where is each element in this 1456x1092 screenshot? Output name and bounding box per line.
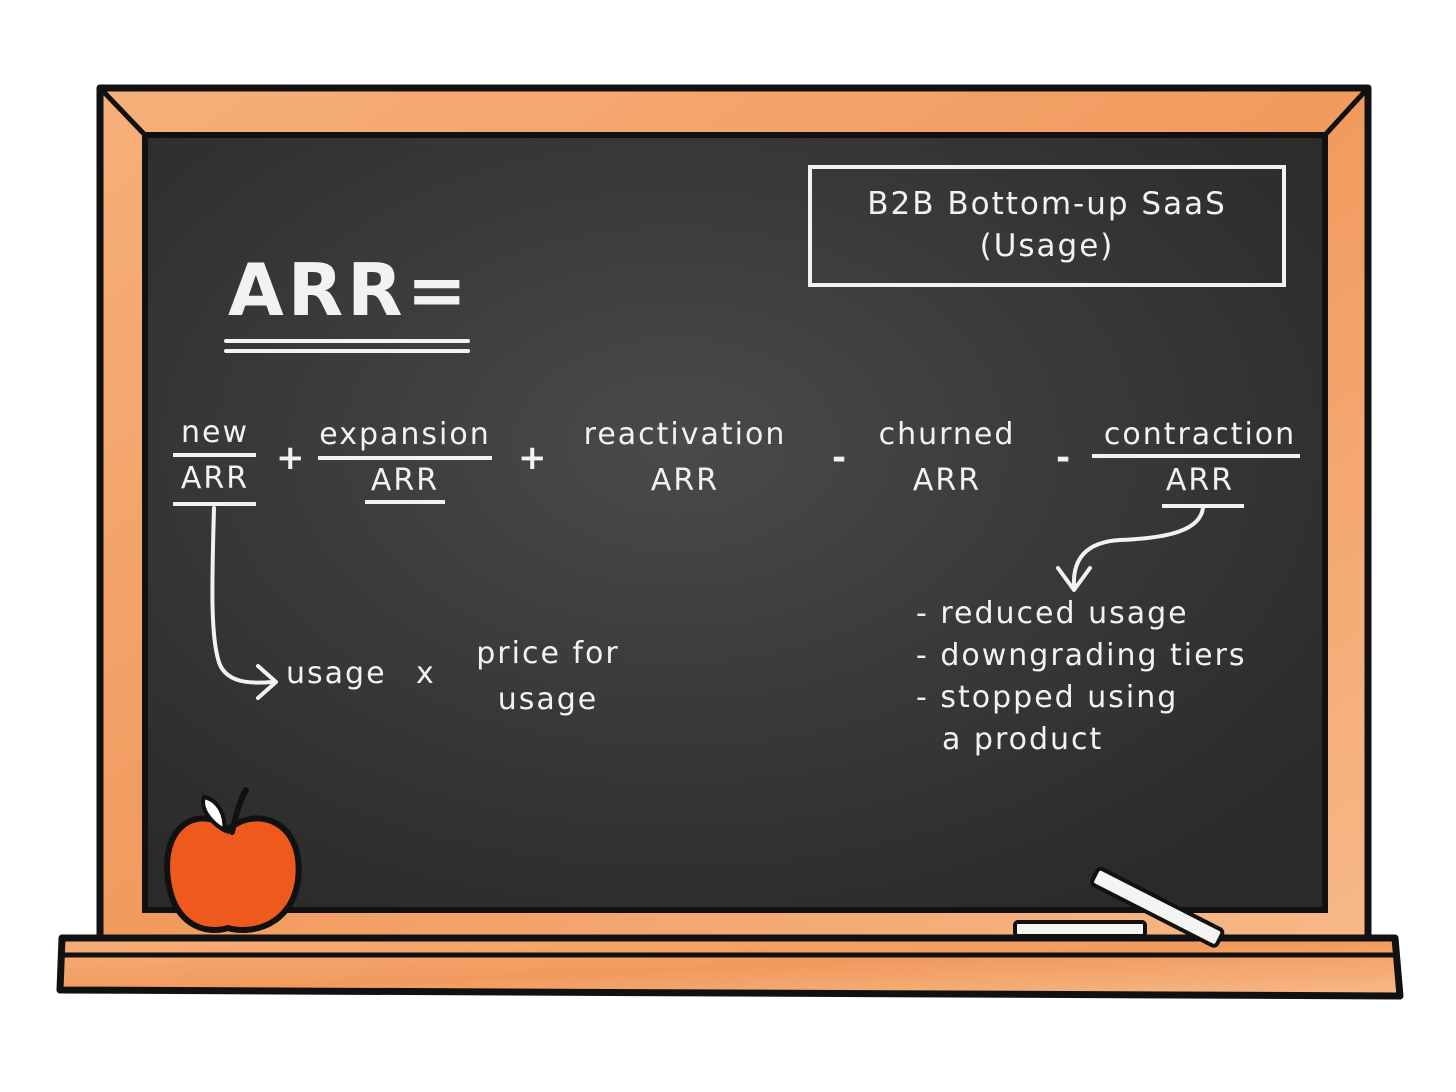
board-surface (142, 132, 1328, 913)
breakdown-times: x (416, 656, 436, 691)
term-contraction-bottom: ARR (1165, 463, 1235, 498)
chalk-piece-flat (1013, 920, 1147, 938)
term-churned-bottom: ARR (912, 463, 982, 498)
breakdown-usage: usage (286, 656, 387, 691)
term-expansion-arr: expansion ARR (305, 412, 505, 504)
breakdown-price-line-1: price for (476, 636, 620, 671)
new-arr-arrowhead (256, 664, 278, 700)
operator-plus-1: + (276, 438, 305, 478)
term-contraction-arr: contraction ARR (1084, 412, 1316, 504)
term-churned-arr: churned ARR (862, 412, 1032, 504)
term-contraction-top: contraction (1103, 417, 1297, 452)
contraction-arrow (1071, 506, 1205, 587)
operator-minus-2: - (1056, 438, 1071, 478)
badge-line-1: B2B Bottom-up SaaS (867, 186, 1227, 222)
term-new-bottom: ARR (180, 461, 250, 496)
contraction-reason-2: - downgrading tiers (916, 638, 1247, 673)
term-new-arr: new ARR (160, 410, 270, 502)
term-reactivation-top: reactivation (583, 417, 787, 452)
apple-icon (164, 787, 302, 934)
formula-title: ARR= (228, 248, 471, 332)
miter-top-right (1323, 86, 1370, 137)
contraction-reason-3: - stopped using (916, 680, 1179, 715)
operator-minus-1: - (832, 438, 847, 478)
breakdown-price-line-2: usage (497, 682, 599, 717)
chalk-ledge (56, 934, 1404, 1000)
term-expansion-top: expansion (319, 417, 491, 452)
operator-plus-2: + (518, 438, 547, 478)
term-new-top: new (180, 415, 249, 450)
contraction-reason-1: - reduced usage (916, 596, 1189, 631)
term-churned-top: churned (878, 417, 1016, 452)
term-reactivation-bottom: ARR (650, 463, 720, 498)
badge-line-2: (Usage) (979, 228, 1115, 264)
term-expansion-bottom: ARR (370, 463, 440, 498)
new-arr-arrow (210, 506, 274, 685)
contraction-arrowhead (1056, 566, 1092, 592)
contraction-reason-4: a product (942, 722, 1104, 757)
term-reactivation-arr: reactivation ARR (560, 412, 810, 504)
badge-box (808, 165, 1286, 287)
miter-top-left (98, 86, 147, 137)
chalk-piece-tilted (1090, 866, 1225, 948)
